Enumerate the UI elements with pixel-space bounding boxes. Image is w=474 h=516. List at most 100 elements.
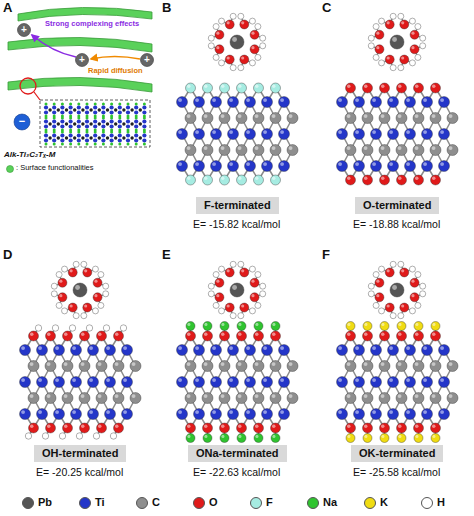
atom-highlight [410,309,412,311]
atom-highlight [241,269,244,272]
atom-highlight [416,272,418,274]
surface-group [102,103,105,106]
atom [385,55,394,64]
panel-a-illustration [7,7,154,172]
surface-group [45,103,48,106]
atom [337,409,348,420]
atom [93,433,99,439]
atom-highlight [355,410,359,414]
atom [368,35,374,41]
atom [46,331,56,341]
c-atom [65,136,68,139]
atom [260,291,266,297]
atom [71,377,82,388]
ti-atom [110,110,114,114]
atom [380,331,390,341]
atom-highlight [387,21,390,24]
surface-group [127,103,130,106]
atom-highlight [415,394,419,398]
binding-energy: E= -18.88 kcal/mol [353,218,440,230]
atom [228,345,239,356]
c-atom [48,108,51,111]
c-atom [73,136,76,139]
surface-group [135,117,138,120]
atom-highlight [338,410,342,414]
atom-highlight [432,362,436,366]
atom-highlight [347,425,351,429]
c-atom [65,108,68,111]
atom-highlight [38,378,42,382]
atom [375,278,384,287]
atom [208,43,214,49]
legend-swatch [307,497,319,509]
atom [219,266,225,272]
atom-highlight [255,146,259,150]
atom [211,377,222,388]
atom [177,409,188,420]
atom [373,24,379,30]
ti-atom [118,119,122,123]
atom-highlight [289,114,293,118]
ti-atom [110,133,114,137]
atom-highlight [250,61,252,63]
atom [56,302,62,308]
atom [422,97,433,108]
atom-highlight [372,378,376,382]
atom [92,266,98,272]
atom [245,129,256,140]
atom [54,345,65,356]
charge-sign: − [19,116,25,127]
atom [253,145,264,156]
atom [354,161,365,172]
atom [371,161,382,172]
atom [73,261,79,267]
atom [35,325,41,331]
atom-highlight [178,346,182,350]
atom [271,423,281,433]
c-atom [122,108,125,111]
atom [396,393,407,404]
atom [422,129,433,140]
atom [254,423,264,433]
atom [83,303,92,312]
c-atom [98,136,101,139]
atom-highlight [227,304,230,307]
atom [254,83,264,93]
atom [271,434,280,443]
atom [337,161,348,172]
atom [270,393,281,404]
atom [122,377,133,388]
atom-highlight [70,269,73,272]
c-atom [81,108,84,111]
atom [215,278,224,287]
atom-highlight [347,333,351,337]
atom [260,43,266,49]
atom-highlight [104,292,106,294]
legend-text: F [266,496,273,509]
atom-highlight [255,323,258,326]
atom [238,261,244,267]
atom [114,331,124,341]
atom [203,331,213,341]
atom [413,361,424,372]
atom [431,331,441,341]
atom-highlight [99,272,101,274]
atom-highlight [227,56,230,59]
cation [141,54,154,67]
atom [388,161,399,172]
atom [413,145,424,156]
atom [230,65,236,71]
atom [79,361,90,372]
surface-dot [7,166,14,173]
atom [52,325,58,331]
atom-highlight [178,378,182,382]
atom [237,175,247,185]
atom [430,113,441,124]
atom-highlight [256,24,258,26]
cation [18,24,31,37]
atom-highlight [52,292,54,294]
atom-highlight [178,98,182,102]
atom [447,361,458,372]
charge-sign: + [144,55,150,65]
atom-highlight [216,294,219,297]
